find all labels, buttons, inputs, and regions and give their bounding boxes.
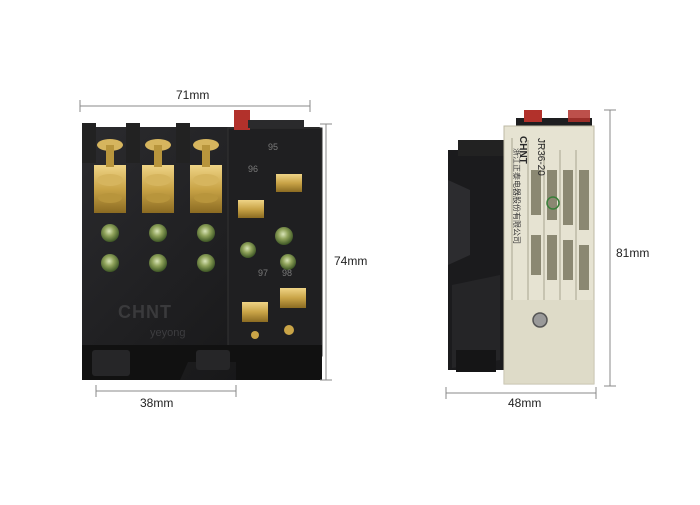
certification-mark-icon: [546, 196, 560, 210]
side-view-relay: CHNT JR36-20 浙江正泰电器股份有限公司: [448, 110, 595, 385]
dimension-front-height: 74mm: [334, 254, 368, 268]
watermark: yeyong: [150, 327, 185, 339]
aux-terminals: [238, 174, 306, 339]
dimension-side-depth: 48mm: [508, 396, 542, 410]
side-brand-logo: CHNT: [517, 136, 528, 164]
terminal-mark-98: 98: [282, 268, 292, 278]
dimension-side-height: 81mm: [616, 246, 650, 260]
model-number: JR36-20: [535, 138, 546, 176]
main-terminals: [94, 139, 222, 213]
mounting-screw-icon: [532, 312, 548, 328]
terminal-mark-95: 95: [268, 142, 278, 152]
dimension-front-width: 71mm: [176, 88, 210, 102]
front-brand-logo: CHNT: [118, 302, 172, 322]
adjustment-screws: [101, 224, 296, 272]
front-dimension-lines: [79, 100, 332, 397]
dimension-front-base: 38mm: [140, 396, 174, 410]
front-view-relay: 95 96 97 98 CHNT yeyong: [82, 110, 323, 380]
terminal-mark-96: 96: [248, 164, 258, 174]
side-dimension-lines: [445, 109, 616, 399]
red-reset-tab: [234, 110, 250, 130]
terminal-mark-97: 97: [258, 268, 268, 278]
side-red-tab: [524, 110, 542, 122]
manufacturer-name: 浙江正泰电器股份有限公司: [512, 148, 522, 244]
